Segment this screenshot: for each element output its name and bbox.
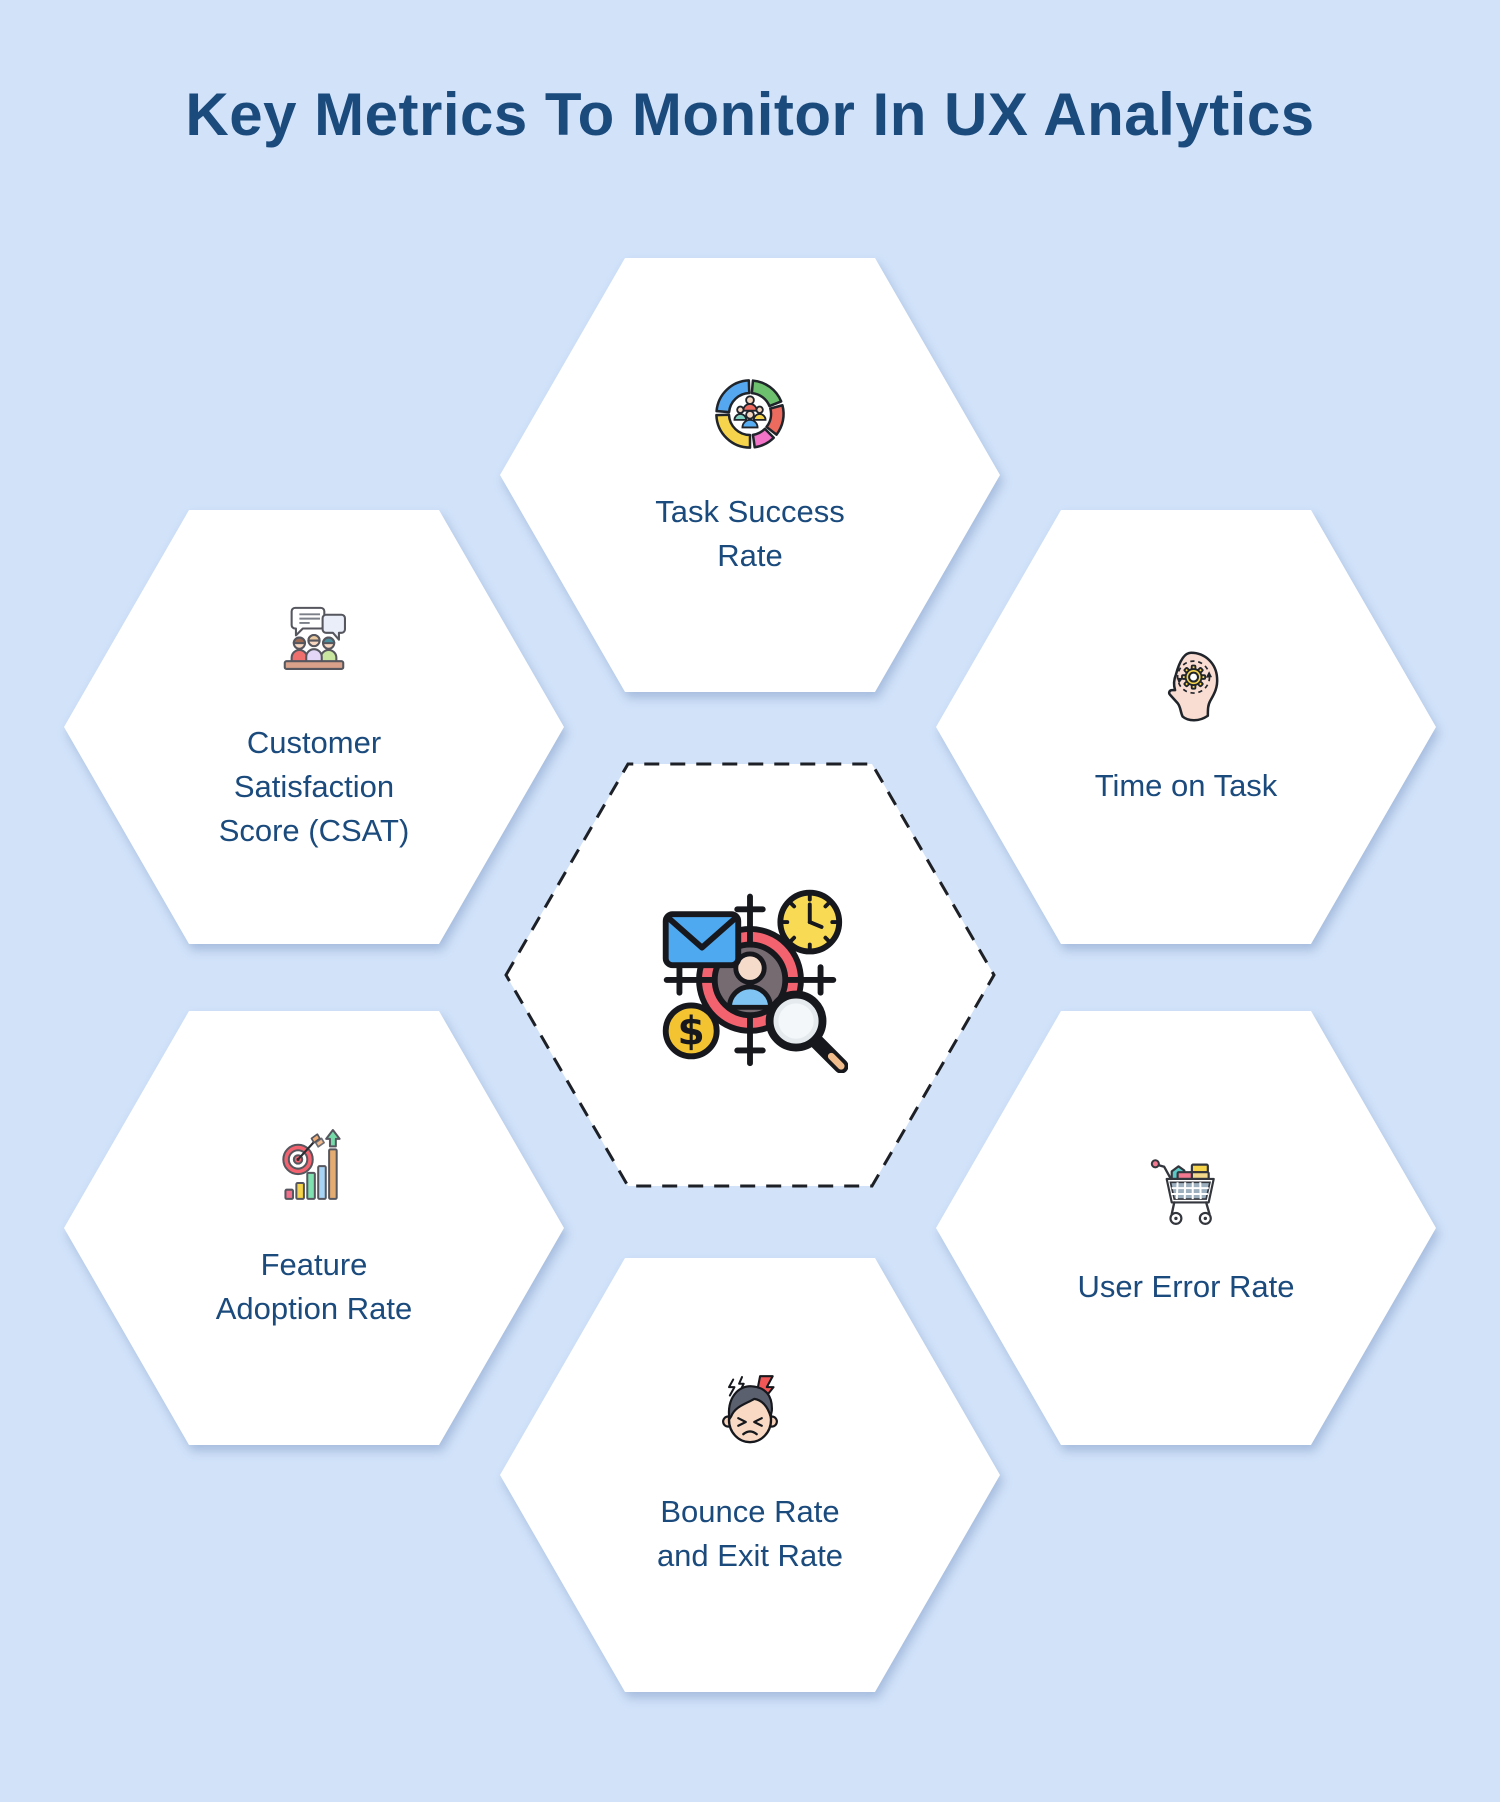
hexagon-customer-satisfaction-score: Customer Satisfaction Score (CSAT) <box>64 510 564 944</box>
svg-text:$: $ <box>678 1010 705 1055</box>
hexagon-task-success-rate: Task Success Rate <box>500 258 1000 692</box>
center-hexagon: $ <box>500 758 1000 1192</box>
hexagon-time-on-task: Time on Task <box>936 510 1436 944</box>
metric-label-bounce-exit-rate: Bounce Rate and Exit Rate <box>656 1493 844 1573</box>
metric-label-user-error-rate: User Error Rate <box>1077 1268 1295 1304</box>
frustrated-user-icon <box>708 1372 792 1456</box>
segmented-donut-users-icon <box>708 372 792 456</box>
target-growth-bars-icon <box>272 1125 356 1209</box>
hexagon-feature-adoption-rate: Feature Adoption Rate <box>64 1011 564 1445</box>
customer-discussion-icon <box>271 601 357 687</box>
head-with-gear-icon <box>1144 646 1228 730</box>
page-title: Key Metrics To Monitor In UX Analytics <box>185 81 1315 148</box>
hexagon-user-error-rate: User Error Rate <box>936 1011 1436 1445</box>
metric-label-feature-adoption-rate: Feature Adoption Rate <box>215 1246 413 1326</box>
metric-label-customer-satisfaction-score: Customer Satisfaction Score (CSAT) <box>218 724 410 848</box>
metric-label-task-success-rate: Task Success Rate <box>655 493 845 573</box>
shopping-cart-icon <box>1144 1147 1228 1231</box>
ux-research-target-icon: $ <box>652 877 848 1073</box>
metric-label-time-on-task: Time on Task <box>1094 767 1278 803</box>
hexagon-bounce-exit-rate: Bounce Rate and Exit Rate <box>500 1258 1000 1692</box>
